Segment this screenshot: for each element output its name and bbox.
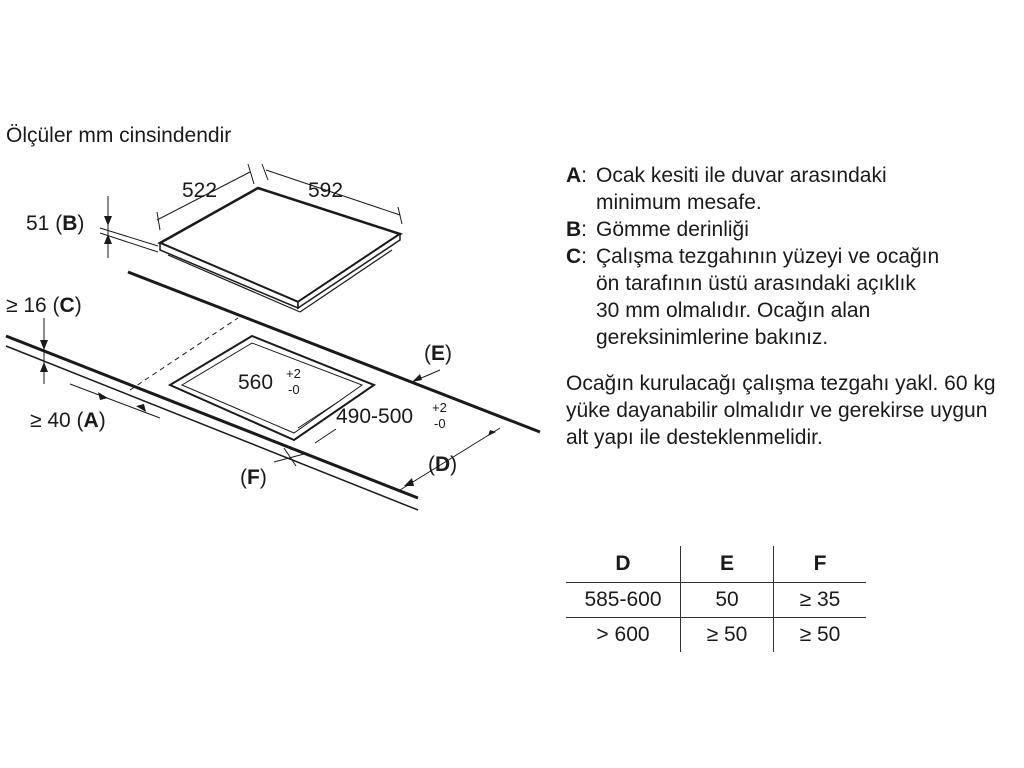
table-cell: > 600	[566, 617, 681, 652]
dim-522-line	[156, 171, 251, 221]
legend-text-cont: gereksinimlerine bakınız.	[596, 326, 829, 349]
dim-a-key: A	[83, 409, 99, 432]
table-cell: 50	[680, 582, 774, 618]
page-title: Ölçüler mm cinsindendir	[6, 124, 232, 147]
legend-text-cont: ön tarafının üstü arasındaki açıklık	[596, 272, 916, 295]
legend-text-cont: minimum mesafe.	[596, 191, 762, 214]
legend-key: C	[566, 243, 587, 270]
table-header-row: D E F	[566, 546, 866, 583]
table-header-d: D	[615, 552, 631, 575]
dim-f-key: F	[247, 466, 260, 489]
table-row: 585-600 50 ≥ 35	[566, 582, 866, 618]
dim-592-label: 592	[308, 179, 344, 202]
dim-b-key: B	[62, 212, 78, 235]
dim-522-label: 522	[182, 179, 218, 202]
dim-d-line	[399, 427, 501, 491]
dim-b-label: 51 (B)	[26, 212, 85, 235]
cutout-inner	[180, 342, 364, 434]
legend-key: A	[566, 162, 587, 189]
dim-b-head-a	[104, 216, 112, 226]
cutout-width-label: 560	[238, 371, 274, 394]
requirements-table: D E F 585-600 50 ≥ 35 > 600 ≥ 50 ≥ 50	[566, 546, 866, 652]
dim-d-head-a	[404, 478, 414, 486]
dim-d-key: D	[435, 453, 451, 476]
dim-cutd-line-b	[314, 428, 337, 444]
dim-592-tick-b	[397, 206, 403, 225]
dim-c-key: C	[59, 294, 75, 317]
dim-f-tick	[283, 447, 297, 467]
dim-f-line	[273, 453, 305, 463]
dim-a-label: ≥ 40 (A)	[30, 409, 106, 432]
load-note: Ocağın kurulacağı çalışma tezgahı yakl. …	[566, 372, 996, 449]
dim-e-label: (E)	[424, 342, 453, 365]
dim-cutd-line	[297, 401, 339, 429]
dim-592-tick-a	[261, 163, 269, 181]
cutout-depth-tol-plus: +2	[432, 400, 447, 415]
legend-item-a: A Ocak kesiti ile duvar arasındaki minim…	[566, 162, 939, 216]
dim-e-key: E	[431, 342, 446, 365]
dim-d-label: (D)	[428, 453, 458, 476]
dim-592-line	[265, 169, 401, 216]
table-header-e: E	[680, 546, 774, 583]
hob-top	[157, 186, 403, 304]
legend-text-cont: 30 mm olmalıdır. Ocağın alan	[596, 299, 871, 322]
dim-a-value: ≥ 40	[30, 409, 71, 432]
dim-c-head-a	[40, 340, 48, 350]
cutout-depth-tol-minus: -0	[434, 416, 446, 431]
legend-text: Gömme derinliği	[596, 218, 749, 241]
dim-a-line	[69, 383, 161, 419]
dim-b-ext-b	[99, 232, 159, 253]
worktop-front-edge-low	[5, 345, 419, 511]
table-cell: ≥ 50	[773, 617, 866, 652]
hob-side-right	[297, 232, 401, 310]
hob-edge	[167, 254, 301, 313]
dim-a-head-a	[98, 392, 108, 400]
dim-c-head-b	[40, 362, 48, 372]
hob-edge-right	[299, 249, 393, 313]
worktop-front-edge	[5, 334, 419, 500]
legend-key: B	[566, 216, 587, 243]
cutout-width-tol-minus: -0	[288, 382, 300, 397]
dim-a-head-b	[136, 404, 146, 412]
dim-c-value: ≥ 16	[6, 294, 47, 317]
cutout-depth-label: 490-500	[336, 405, 414, 428]
dim-522-tick-b	[247, 163, 255, 185]
dim-522-tick-a	[156, 211, 161, 231]
dim-c-label: ≥ 16 (C)	[6, 294, 82, 317]
table-cell: ≥ 50	[680, 617, 774, 652]
legend-text: Ocak kesiti ile duvar arasındaki	[596, 164, 887, 187]
table-cell: ≥ 35	[773, 582, 866, 618]
dim-f-label: (F)	[240, 466, 267, 489]
legend: A Ocak kesiti ile duvar arasındaki minim…	[566, 162, 939, 351]
legend-item-b: B Gömme derinliği	[566, 216, 939, 243]
cutout-width-tol-plus: +2	[286, 366, 301, 381]
dim-b-ext-a	[99, 227, 159, 247]
dashed-guide	[129, 317, 239, 391]
legend-item-c: C Çalışma tezgahının yüzeyi ve ocağın ön…	[566, 243, 939, 351]
dim-b-value: 51	[26, 212, 50, 235]
dim-b-head-b	[104, 234, 112, 244]
table-row: > 600 ≥ 50 ≥ 50	[566, 617, 866, 652]
table-cell: 585-600	[566, 582, 681, 618]
dim-e-head	[412, 374, 422, 382]
dim-d-head-b	[488, 430, 496, 436]
wall-line	[127, 270, 541, 434]
legend-text: Çalışma tezgahının yüzeyi ve ocağın	[596, 245, 940, 268]
table-header-f: F	[773, 546, 866, 583]
